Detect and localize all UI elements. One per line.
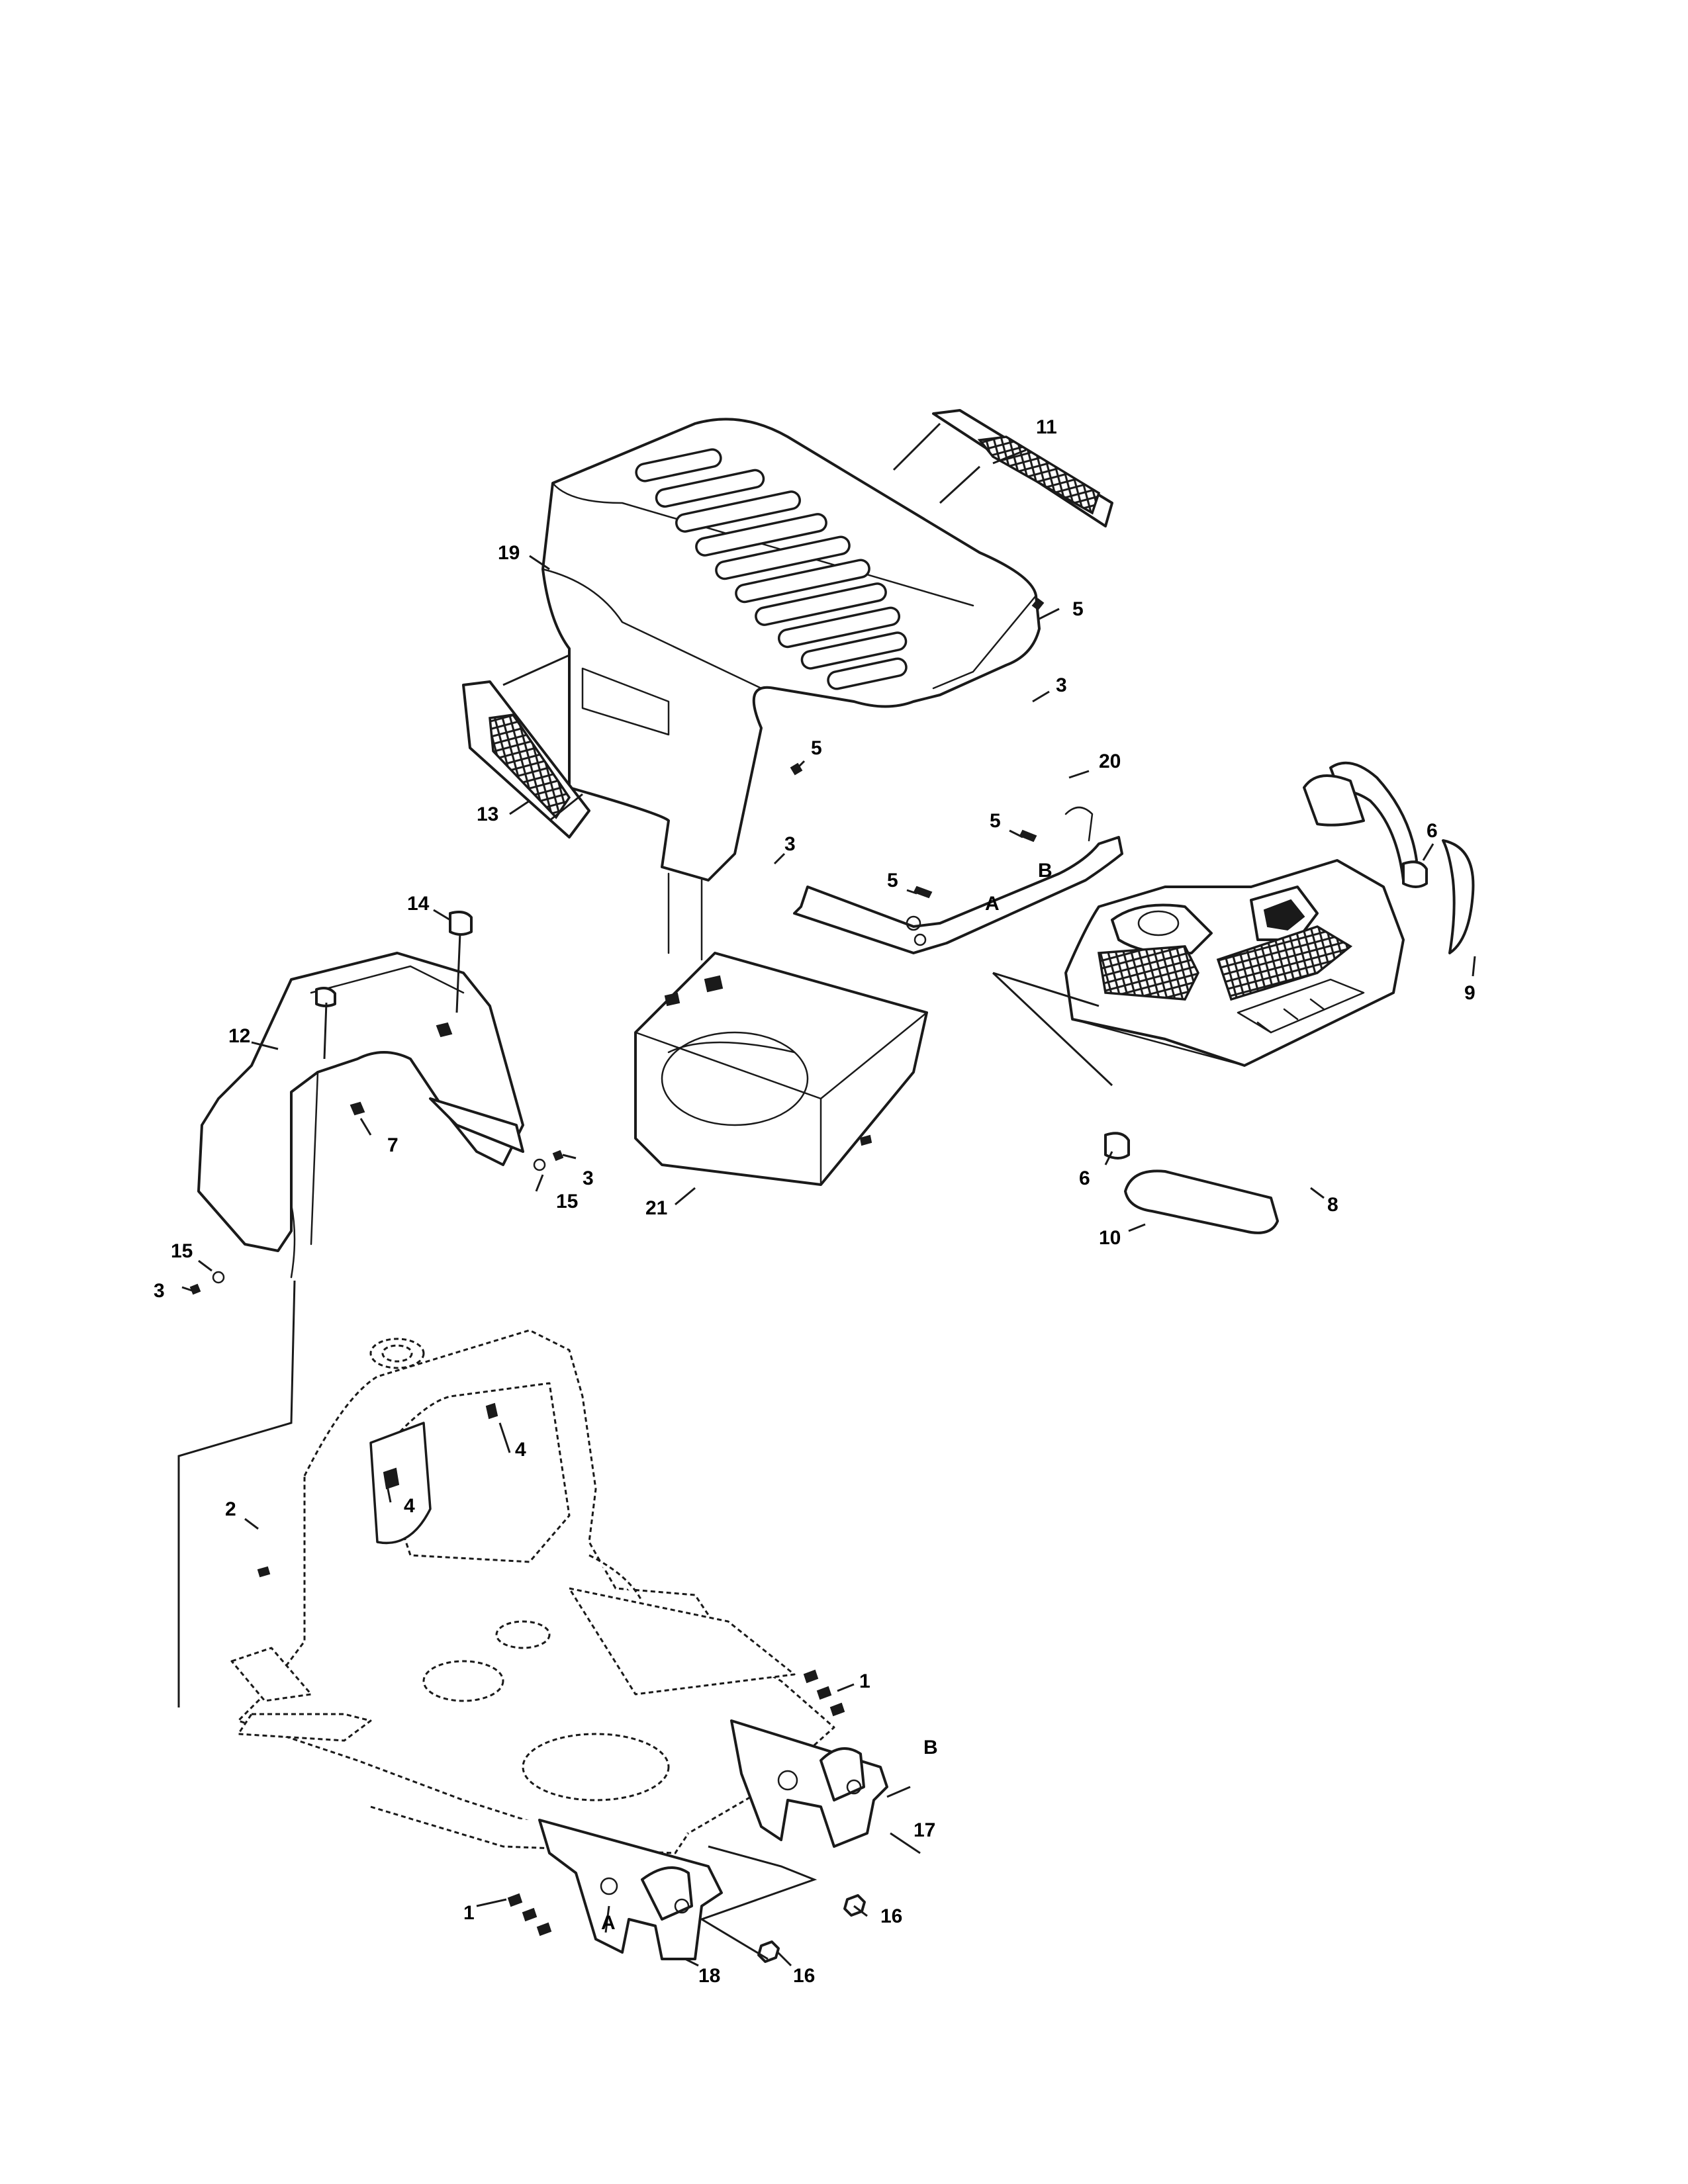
- callout-7: 7: [387, 1134, 399, 1156]
- vent-grille-part-13: [462, 654, 590, 839]
- callout-14: 14: [407, 893, 430, 915]
- bolt-set-1: [507, 1669, 845, 1936]
- callout-1: 1: [859, 1670, 870, 1692]
- dash-cover-part-10: [1124, 1169, 1279, 1234]
- callout-3: 3: [154, 1280, 165, 1302]
- callout-17: 17: [914, 1819, 935, 1841]
- callout-19: 19: [498, 542, 520, 564]
- callout-15: 15: [171, 1240, 193, 1262]
- callout-10: 10: [1099, 1227, 1121, 1249]
- callout-11: 11: [1036, 416, 1057, 438]
- callout-2: 2: [225, 1498, 236, 1520]
- chassis-frame: [230, 1329, 835, 1854]
- side-panel-part-12: [177, 911, 524, 1707]
- callout-15: 15: [556, 1191, 578, 1212]
- callout-16: 16: [793, 1965, 815, 1987]
- callout-B: B: [1038, 860, 1053, 882]
- dash-panel-part-21: [634, 952, 928, 1186]
- callout-9: 9: [1464, 982, 1476, 1004]
- callout-5: 5: [811, 737, 822, 759]
- axle-bracket-part-17: [730, 1719, 888, 1848]
- callout-4: 4: [404, 1495, 415, 1517]
- callout-3: 3: [583, 1167, 594, 1189]
- callout-20: 20: [1099, 751, 1121, 772]
- front-grille-part-8: [992, 761, 1418, 1087]
- hood-bracket-part-20: [793, 806, 1123, 954]
- callout-4: 4: [515, 1439, 526, 1461]
- callout-labels: 19 11 5 3 20 5 13 3 5 5 B A 6 9 14 12 15…: [154, 416, 1476, 1987]
- callout-21: 21: [645, 1197, 667, 1219]
- callout-5: 5: [990, 810, 1001, 832]
- washer-screw-set: [189, 1150, 564, 1295]
- headlight-lens-part-9: [1442, 839, 1475, 954]
- callout-1: 1: [463, 1902, 475, 1924]
- callout-16: 16: [880, 1905, 902, 1927]
- nut-set-16: [699, 1845, 866, 1963]
- callout-3: 3: [784, 833, 796, 855]
- hood-part-19: [541, 418, 1041, 961]
- callout-8: 8: [1327, 1194, 1338, 1216]
- callout-12: 12: [228, 1025, 250, 1047]
- callout-6: 6: [1427, 820, 1438, 842]
- fastener-5-set: [790, 598, 1045, 899]
- vent-grille-part-11: [892, 409, 1113, 527]
- callout-18: 18: [698, 1965, 720, 1987]
- callout-A: A: [601, 1912, 616, 1934]
- callout-5: 5: [1072, 598, 1084, 620]
- callout-13: 13: [477, 803, 498, 825]
- callout-3: 3: [1056, 674, 1067, 696]
- callout-A: A: [985, 893, 1000, 915]
- callout-5: 5: [887, 870, 898, 891]
- hood-louver-slots: [635, 448, 908, 690]
- callout-B: B: [923, 1737, 938, 1758]
- axle-bracket-part-18: [538, 1819, 723, 1960]
- callout-6: 6: [1079, 1167, 1090, 1189]
- callout-leaders: [181, 449, 1476, 1967]
